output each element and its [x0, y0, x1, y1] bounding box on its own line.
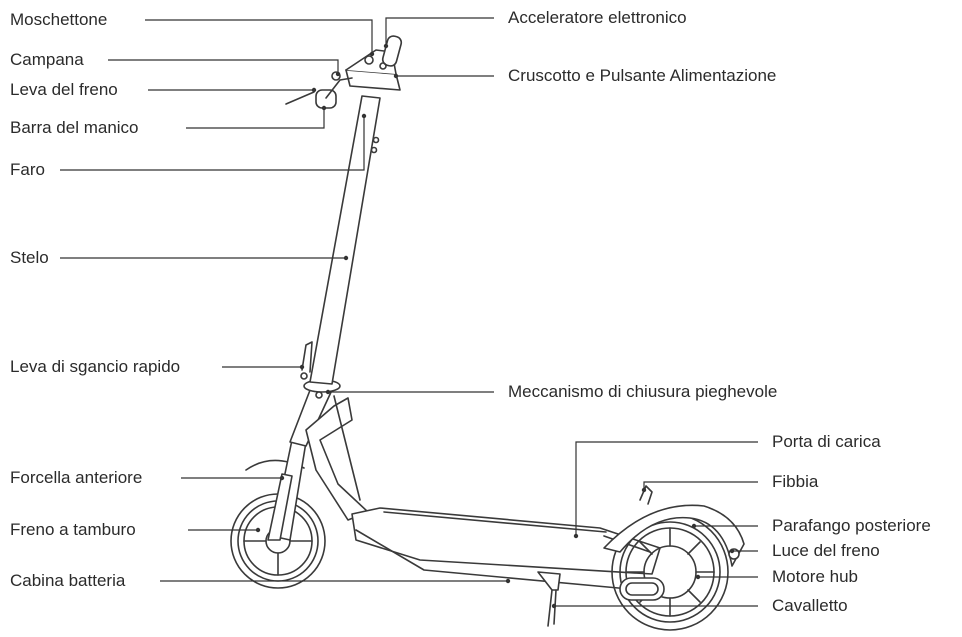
label-barra-manico: Barra del manico: [10, 118, 139, 137]
leader-lines: [60, 17, 758, 609]
front-fork: [267, 439, 307, 541]
label-cabina-batteria: Cabina batteria: [10, 571, 126, 590]
label-forcella: Forcella anteriore: [10, 468, 143, 487]
label-luce-freno: Luce del freno: [772, 541, 880, 560]
label-meccanismo: Meccanismo di chiusura pieghevole: [508, 382, 778, 401]
label-parafango: Parafango posteriore: [772, 516, 931, 535]
label-motore: Motore hub: [772, 567, 858, 586]
head-tube: [289, 341, 341, 447]
frame-neck: [305, 395, 369, 521]
deck: [351, 507, 661, 591]
label-faro: Faro: [10, 160, 45, 179]
label-leva-freno: Leva del freno: [10, 80, 118, 99]
label-freno-tamburo: Freno a tamburo: [10, 520, 136, 539]
label-stelo: Stelo: [10, 248, 49, 267]
label-leva-sgancio: Leva di sgancio rapido: [10, 357, 181, 376]
label-moschettone: Moschettone: [10, 10, 108, 29]
label-campana: Campana: [10, 50, 84, 69]
stem: [309, 95, 381, 385]
handlebar: [285, 35, 403, 109]
label-cavalletto: Cavalletto: [772, 596, 848, 615]
label-fibbia: Fibbia: [772, 472, 819, 491]
label-porta-carica: Porta di carica: [772, 432, 881, 451]
label-cruscotto: Cruscotto e Pulsante Alimentazione: [508, 66, 777, 85]
label-acceleratore: Acceleratore elettronico: [508, 8, 687, 27]
